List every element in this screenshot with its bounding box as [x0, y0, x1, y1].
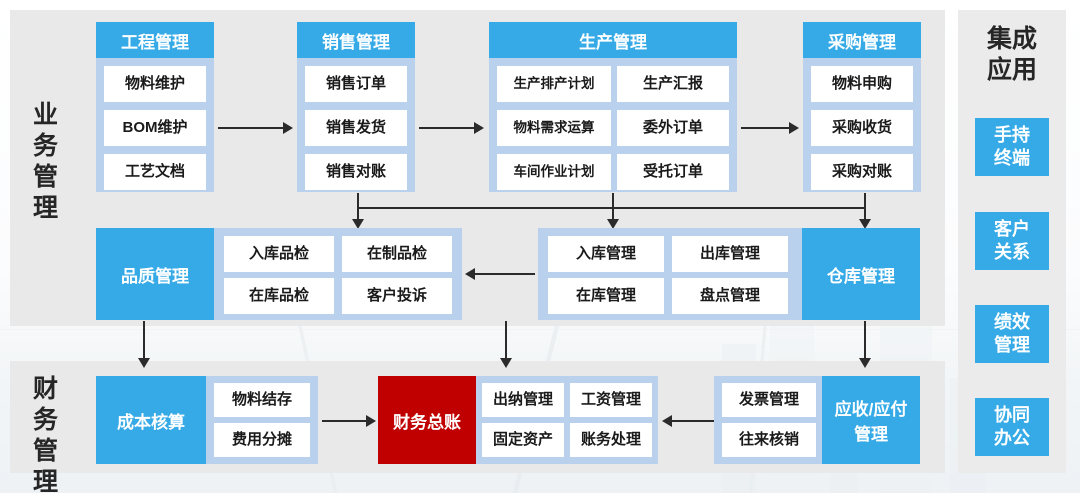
tile-fixed-assets[interactable]: 固定资产 [482, 423, 564, 457]
tile-payroll-management[interactable]: 工资管理 [570, 383, 652, 417]
tile-expense-allocation[interactable]: 费用分摊 [214, 423, 310, 457]
arrow-engineering-to-sales-head [283, 122, 293, 134]
tile-outbound-management[interactable]: 出库管理 [672, 236, 788, 272]
apps-title-line-2: 应用 [986, 56, 1037, 84]
arrow-receivable-to-ledger-line [672, 420, 718, 422]
tile-customer-complaint[interactable]: 客户投诉 [342, 278, 452, 314]
drop-quality-to-cost-line [143, 321, 145, 361]
integrated-apps-title: 集成 应用 [958, 24, 1066, 86]
bus-stub-production [612, 193, 614, 208]
tile-accounting-processing[interactable]: 账务处理 [570, 423, 652, 457]
group-sales-header[interactable]: 销售管理 [297, 22, 415, 58]
arrow-production-to-purchasing-line [741, 127, 790, 129]
tile-material-requirement-calc[interactable]: 物料需求运算 [497, 110, 611, 146]
arrow-receivable-to-ledger-head [662, 415, 672, 427]
tile-inbound-inspection[interactable]: 入库品检 [224, 236, 334, 272]
distribution-bus-line [357, 207, 866, 209]
tile-sales-reconciliation[interactable]: 销售对账 [305, 154, 407, 190]
app-chip-office-line-2: 办公 [994, 428, 1030, 448]
tile-invoice-management[interactable]: 发票管理 [722, 383, 816, 417]
tile-cashier-management[interactable]: 出纳管理 [482, 383, 564, 417]
finance-label-char-4: 理 [32, 468, 59, 496]
group-receivable-payable-header[interactable]: 应收/应付 管理 [822, 376, 920, 464]
finance-label-char-3: 管 [32, 437, 59, 465]
group-engineering-header[interactable]: 工程管理 [96, 22, 214, 58]
business-label-char-3: 管 [32, 163, 59, 191]
finance-panel-label: 财 务 管 理 [26, 374, 66, 498]
finance-label-char-2: 务 [32, 406, 59, 434]
app-chip-performance-line-1: 绩效 [994, 312, 1030, 332]
arrow-bus-to-warehouse-right-head [859, 219, 871, 229]
tile-entrusted-order[interactable]: 受托订单 [617, 154, 729, 190]
bus-drop-quality [357, 207, 359, 221]
drop-quality-to-cost-head [138, 358, 150, 368]
bus-stub-sales [357, 193, 359, 208]
group-general-ledger-header[interactable]: 财务总账 [378, 376, 476, 464]
business-label-char-2: 务 [32, 132, 59, 160]
app-chip-handheld-terminal[interactable]: 手持 终端 [975, 118, 1049, 176]
tile-instock-management[interactable]: 在库管理 [548, 278, 664, 314]
tile-bom-maintenance[interactable]: BOM维护 [104, 110, 206, 146]
group-production-header[interactable]: 生产管理 [489, 22, 737, 58]
drop-warehouse-to-ledger-line [505, 321, 507, 361]
tile-stocktaking-management[interactable]: 盘点管理 [672, 278, 788, 314]
arrow-warehouse-to-quality-line [475, 273, 535, 275]
tile-instock-inspection[interactable]: 在库品检 [224, 278, 334, 314]
arrow-sales-to-production-line [419, 127, 475, 129]
arrow-bus-to-warehouse-head [607, 219, 619, 229]
tile-production-schedule-plan[interactable]: 生产排产计划 [497, 66, 611, 102]
drop-warehouse-to-receivable-head [859, 358, 871, 368]
app-chip-performance-line-2: 管理 [994, 335, 1030, 355]
arrow-cost-to-ledger-line [322, 420, 368, 422]
tile-production-report[interactable]: 生产汇报 [617, 66, 729, 102]
group-warehouse-header[interactable]: 仓库管理 [802, 228, 920, 320]
app-chip-crm-line-2: 关系 [994, 242, 1030, 262]
tile-sales-order[interactable]: 销售订单 [305, 66, 407, 102]
group-quality-header[interactable]: 品质管理 [96, 228, 214, 320]
business-panel-label: 业 务 管 理 [26, 100, 66, 224]
arrow-bus-to-quality-head [352, 219, 364, 229]
bus-drop-warehouse-left [612, 207, 614, 221]
tile-purchase-reconciliation[interactable]: 采购对账 [811, 154, 913, 190]
drop-warehouse-to-receivable-line [864, 321, 866, 361]
app-chip-handheld-line-2: 终端 [994, 148, 1030, 168]
tile-inbound-management[interactable]: 入库管理 [548, 236, 664, 272]
business-label-char-4: 理 [32, 194, 59, 222]
arrow-warehouse-to-quality-head [465, 268, 475, 280]
arrow-production-to-purchasing-head [789, 122, 799, 134]
tile-settlement-writeoff[interactable]: 往来核销 [722, 423, 816, 457]
receivable-header-line-2: 管理 [854, 425, 888, 444]
tile-workshop-job-plan[interactable]: 车间作业计划 [497, 154, 611, 190]
arrow-engineering-to-sales-line [218, 127, 284, 129]
arrow-cost-to-ledger-head [366, 415, 376, 427]
app-chip-customer-relations[interactable]: 客户 关系 [975, 212, 1049, 270]
finance-label-char-1: 财 [32, 375, 59, 403]
app-chip-collaborative-office[interactable]: 协同 办公 [975, 398, 1049, 456]
receivable-header-line-1: 应收/应付 [834, 400, 908, 419]
tile-process-document[interactable]: 工艺文档 [104, 154, 206, 190]
tile-material-balance[interactable]: 物料结存 [214, 383, 310, 417]
drop-warehouse-to-ledger-head [500, 358, 512, 368]
tile-purchase-receipt[interactable]: 采购收货 [811, 110, 913, 146]
tile-material-maintenance[interactable]: 物料维护 [104, 66, 206, 102]
business-label-char-1: 业 [32, 101, 59, 129]
group-purchasing-header[interactable]: 采购管理 [803, 22, 921, 58]
bus-stub-purchasing [864, 193, 866, 208]
tile-wip-inspection[interactable]: 在制品检 [342, 236, 452, 272]
group-cost-accounting-header[interactable]: 成本核算 [96, 376, 206, 464]
app-chip-crm-line-1: 客户 [994, 219, 1030, 239]
arrow-sales-to-production-head [474, 122, 484, 134]
app-chip-handheld-line-1: 手持 [994, 125, 1030, 145]
tile-outsourcing-order[interactable]: 委外订单 [617, 110, 729, 146]
tile-sales-shipment[interactable]: 销售发货 [305, 110, 407, 146]
apps-title-line-1: 集成 [986, 25, 1037, 53]
app-chip-performance-management[interactable]: 绩效 管理 [975, 305, 1049, 363]
bus-drop-warehouse-right [864, 207, 866, 221]
tile-material-requisition[interactable]: 物料申购 [811, 66, 913, 102]
app-chip-office-line-1: 协同 [994, 405, 1030, 425]
